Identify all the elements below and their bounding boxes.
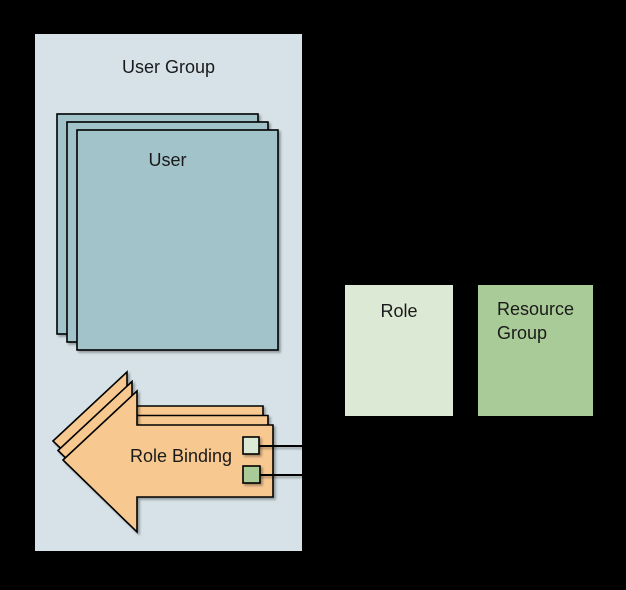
role-ref-chip bbox=[242, 436, 260, 455]
user-stack bbox=[56, 113, 279, 351]
resource-group-ref-chip bbox=[242, 465, 261, 484]
resource-group-box bbox=[478, 285, 593, 416]
role-binding-arrow-front bbox=[61, 389, 274, 534]
user-card-front bbox=[76, 129, 279, 351]
role-binding-stack bbox=[51, 370, 274, 534]
role-box bbox=[345, 285, 453, 416]
